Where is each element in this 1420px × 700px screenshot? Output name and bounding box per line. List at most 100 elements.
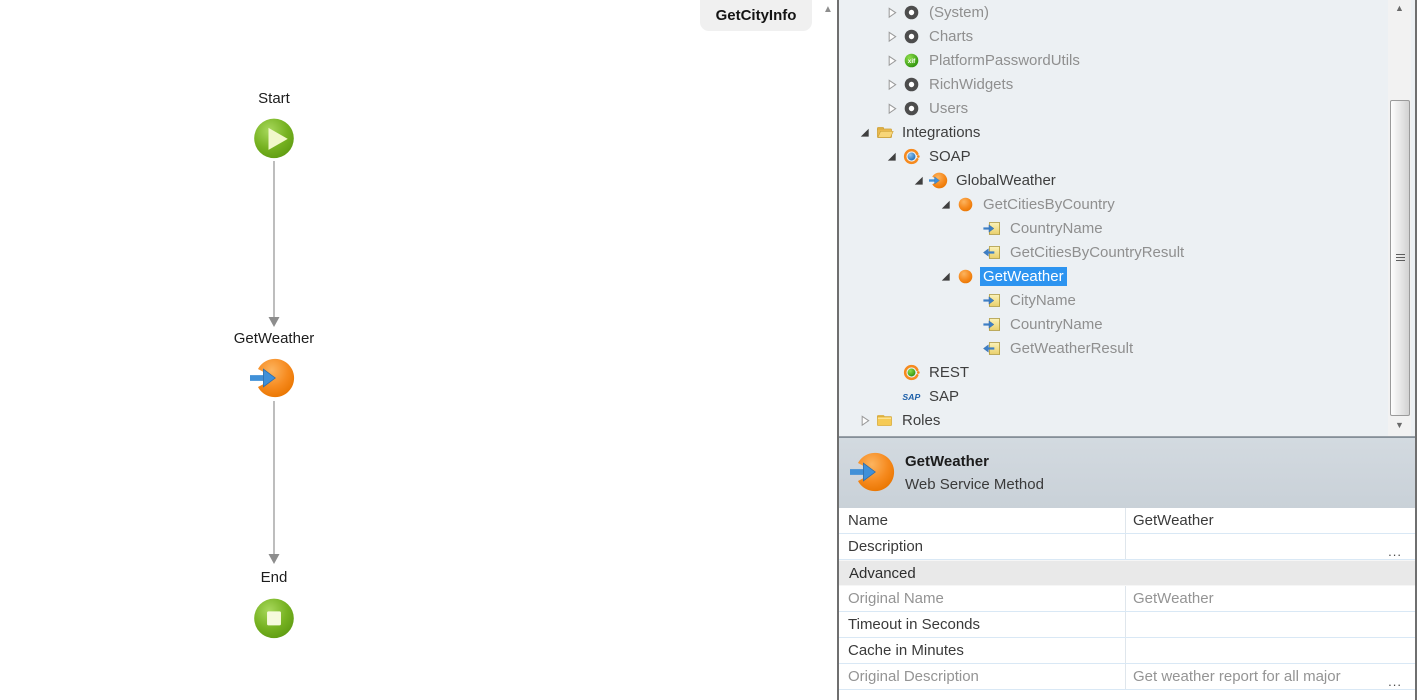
tree-expander-spacer — [964, 341, 980, 355]
tree-expander-icon[interactable] — [883, 149, 899, 163]
param-in-icon — [980, 217, 1004, 239]
svg-text:xif: xif — [907, 57, 915, 64]
properties-header: GetWeather Web Service Method — [839, 437, 1415, 508]
property-value[interactable] — [1125, 638, 1415, 663]
module-icon — [899, 97, 923, 119]
property-label: Original Description — [848, 668, 979, 685]
svg-text:SAP: SAP — [902, 392, 920, 402]
tree-bottom-border — [839, 436, 1415, 437]
web-service-method-icon — [926, 169, 950, 191]
property-label: Description — [848, 538, 924, 555]
tree-item-integrations[interactable]: Integrations — [839, 120, 1415, 144]
panel-divider[interactable] — [837, 0, 839, 700]
tree-item--system-[interactable]: (System) — [839, 0, 1415, 24]
param-out-icon — [980, 241, 1004, 263]
right-panel: (System) Charts xif PlatformPasswordUtils… — [839, 0, 1415, 700]
tree-item-sap[interactable]: SAP SAP — [839, 384, 1415, 408]
tree-expander-icon[interactable] — [883, 53, 899, 67]
tree-item-label: RichWidgets — [929, 75, 1014, 93]
module-icon — [899, 1, 923, 23]
flow-canvas[interactable]: Start GetWeather End GetCityInfo ▲ — [0, 0, 837, 700]
tree-item-platformpasswordutils[interactable]: xif PlatformPasswordUtils — [839, 48, 1415, 72]
param-in-icon — [980, 313, 1004, 335]
tree-item-charts[interactable]: Charts — [839, 24, 1415, 48]
property-label: Cache in Minutes — [848, 642, 964, 659]
property-value[interactable]: Get weather report for all major — [1125, 664, 1415, 689]
tree-item-label: GlobalWeather — [956, 171, 1056, 189]
property-value[interactable] — [1125, 612, 1415, 637]
tree-item-label: CityName — [1010, 291, 1076, 309]
tree-expander-icon[interactable] — [883, 101, 899, 115]
scrollbar-down-icon[interactable]: ▼ — [1388, 417, 1411, 434]
tree-item-rest[interactable]: REST — [839, 360, 1415, 384]
folder-closed-icon — [872, 409, 896, 431]
param-in-icon — [980, 289, 1004, 311]
ellipsis-button[interactable]: ... — [1388, 674, 1402, 689]
tree-item-globalweather[interactable]: GlobalWeather — [839, 168, 1415, 192]
tree-item-roles[interactable]: Roles — [839, 408, 1415, 432]
tab-scroll-up-icon[interactable]: ▲ — [823, 4, 833, 15]
tree-item-users[interactable]: Users — [839, 96, 1415, 120]
tree-item-getweather[interactable]: GetWeather — [839, 264, 1415, 288]
property-row-original-description: Original Description Get weather report f… — [839, 664, 1415, 690]
tree-expander-spacer — [883, 365, 899, 379]
tree-item-label: GetCitiesByCountry — [983, 195, 1115, 213]
tree-item-label: Roles — [902, 411, 941, 429]
tree-expander-icon[interactable] — [856, 413, 872, 427]
tree-item-label: Users — [929, 99, 969, 117]
module-icon — [899, 73, 923, 95]
start-node-label: Start — [258, 90, 290, 107]
tree-item-soap[interactable]: SOAP — [839, 144, 1415, 168]
webservice-node[interactable] — [250, 355, 296, 401]
tree-expander-icon[interactable] — [910, 173, 926, 187]
end-node[interactable] — [252, 596, 296, 640]
tree-item-cityname[interactable]: CityName — [839, 288, 1415, 312]
document-tab[interactable]: GetCityInfo — [700, 0, 812, 31]
tree-item-label: Charts — [929, 27, 974, 45]
tree-item-countryname[interactable]: CountryName — [839, 312, 1415, 336]
method-icon — [953, 265, 977, 287]
property-label: Name — [848, 512, 889, 529]
tree-scrollbar[interactable]: ▲ ▼ — [1388, 0, 1411, 436]
property-value[interactable]: GetWeather — [1125, 508, 1415, 533]
method-icon — [953, 193, 977, 215]
properties-title: GetWeather — [905, 453, 989, 470]
scrollbar-up-icon[interactable]: ▲ — [1388, 0, 1411, 17]
tree-item-getweatherresult[interactable]: GetWeatherResult — [839, 336, 1415, 360]
tree-item-label: PlatformPasswordUtils — [929, 51, 1080, 69]
tree-item-label: GetWeatherResult — [1010, 339, 1134, 357]
start-node[interactable] — [252, 116, 296, 160]
tree-item-label: GetWeather — [980, 266, 1067, 286]
property-section-advanced[interactable]: Advanced — [839, 560, 1415, 586]
property-value[interactable] — [1125, 534, 1415, 559]
tree-expander-icon[interactable] — [856, 125, 872, 139]
tree-item-label: SAP — [929, 387, 960, 405]
property-row-timeout-in-seconds: Timeout in Seconds — [839, 612, 1415, 638]
window-right-border — [1415, 0, 1417, 700]
tree-item-label: Integrations — [902, 123, 981, 141]
tree-expander-spacer — [964, 245, 980, 259]
tree-expander-icon[interactable] — [937, 197, 953, 211]
tree-expander-icon[interactable] — [883, 5, 899, 19]
property-value[interactable]: GetWeather — [1125, 586, 1415, 611]
xif-icon: xif — [899, 49, 923, 71]
tree-item-richwidgets[interactable]: RichWidgets — [839, 72, 1415, 96]
property-row-cache-in-minutes: Cache in Minutes — [839, 638, 1415, 664]
tree-item-label: (System) — [929, 3, 989, 21]
module-icon — [899, 25, 923, 47]
tree-item-countryname[interactable]: CountryName — [839, 216, 1415, 240]
scrollbar-thumb[interactable] — [1390, 100, 1410, 416]
tree-item-getcitiesbycountry[interactable]: GetCitiesByCountry — [839, 192, 1415, 216]
tree-item-label: REST — [929, 363, 970, 381]
element-tree: (System) Charts xif PlatformPasswordUtils… — [839, 0, 1415, 436]
soap-icon — [899, 145, 923, 167]
webservice-node-label: GetWeather — [233, 330, 315, 347]
tree-expander-icon[interactable] — [883, 29, 899, 43]
end-node-label: End — [260, 569, 288, 586]
tree-item-getcitiesbycountryresult[interactable]: GetCitiesByCountryResult — [839, 240, 1415, 264]
tree-expander-icon[interactable] — [937, 269, 953, 283]
properties-subtitle: Web Service Method — [905, 476, 1044, 493]
tree-expander-icon[interactable] — [883, 77, 899, 91]
ellipsis-button[interactable]: ... — [1388, 544, 1402, 559]
